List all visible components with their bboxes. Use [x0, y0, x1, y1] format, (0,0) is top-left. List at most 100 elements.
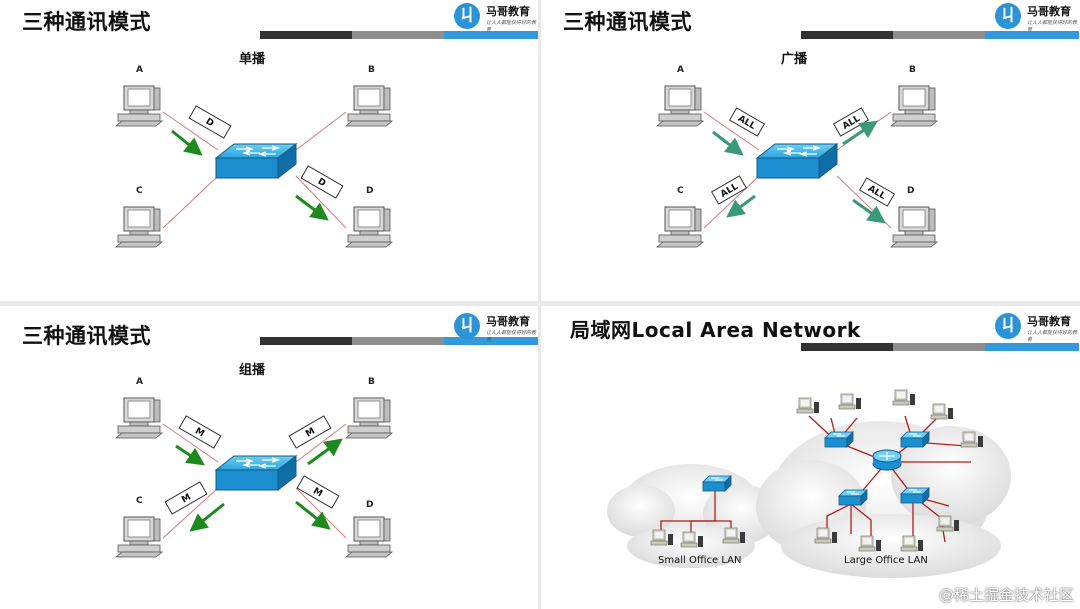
slide-unicast: 三种通讯模式 ㄐ 马哥教育 让人人都能获得好的教育 单播 D D A B C D — [0, 0, 538, 301]
brand-logo: ㄐ 马哥教育 让人人都能获得好的教育 — [993, 311, 1079, 343]
header-bar-blue — [444, 31, 538, 39]
packet-label-d: ALL — [858, 177, 896, 207]
host-label-d: D — [907, 186, 915, 196]
packet-label-a: ALL — [728, 107, 766, 137]
host-label-a: A — [136, 65, 143, 75]
broadcast-diagram: ALL ALL ALL ALL — [656, 85, 938, 248]
slide-broadcast: 三种通讯模式 ㄐ 马哥教育 让人人都能获得好的教育 广播 ALL ALL ALL… — [541, 0, 1079, 301]
slide-multicast: 三种通讯模式 ㄐ 马哥教育 让人人都能获得好的教育 组播 M M M M A B… — [0, 306, 538, 607]
logo-name: 马哥教育 — [486, 315, 530, 328]
arrow-switch-to-d — [295, 194, 329, 221]
small-office-lan-label: Small Office LAN — [658, 555, 742, 566]
slide-title: 三种通讯模式 — [22, 10, 151, 34]
diagram-subtitle: 单播 — [239, 52, 266, 67]
header-bar-gray — [352, 31, 444, 39]
logo-name: 马哥教育 — [1027, 315, 1071, 328]
link-a — [162, 111, 219, 151]
pc-icon-a — [656, 85, 704, 127]
large-office-lan-label: Large Office LAN — [844, 555, 928, 566]
packet-label-a: D — [188, 105, 232, 139]
switch-icon — [756, 143, 838, 179]
small-lan-switch-icon — [702, 475, 732, 492]
svg-text:M: M — [193, 426, 206, 439]
host-label-c: C — [136, 496, 143, 506]
pc-icon-d — [345, 516, 393, 558]
switch-icon — [215, 143, 297, 179]
host-label-b: B — [368, 377, 375, 387]
pc-icon-a — [115, 397, 163, 439]
lan-diagram — [607, 389, 1011, 578]
svg-text:M: M — [311, 486, 324, 499]
host-label-d: D — [366, 500, 374, 510]
header-bar-gray — [893, 31, 985, 39]
host-label-b: B — [368, 65, 375, 75]
header-bar-dark — [260, 337, 352, 345]
large-lan-switch-icon — [900, 487, 930, 504]
header-bar-blue — [444, 337, 538, 345]
brand-logo: ㄐ 马哥教育 让人人都能获得好的教育 — [993, 1, 1079, 33]
header-bar-gray — [352, 337, 444, 345]
large-lan-switch-icon — [838, 489, 868, 506]
host-label-a: A — [677, 65, 684, 75]
large-lan-switch-icon — [824, 431, 854, 448]
slide-title: 三种通讯模式 — [22, 324, 151, 348]
packet-label-c: M — [164, 481, 208, 515]
header-bar-blue — [985, 31, 1079, 39]
logo-tagline: 让人人都能获得好的教育 — [486, 20, 537, 33]
packet-label-d: D — [300, 165, 344, 199]
logo-tagline: 让人人都能获得好的教育 — [1027, 20, 1078, 33]
pc-icon-d — [890, 206, 938, 248]
pc-icon-a — [115, 85, 163, 127]
header-bar-dark — [801, 343, 893, 351]
slide-divider-horizontal — [0, 301, 1080, 306]
host-label-c: C — [136, 186, 143, 196]
pc-icon-d — [345, 206, 393, 248]
header-bar-dark — [801, 31, 893, 39]
logo-mark-icon: ㄐ — [995, 3, 1021, 29]
large-lan-pc-icon — [796, 397, 820, 414]
logo-name: 马哥教育 — [1027, 5, 1071, 18]
router-icon — [872, 449, 902, 471]
host-label-c: C — [677, 186, 684, 196]
slide-local-area-network: 局域网Local Area Network ㄐ 马哥教育 让人人都能获得好的教育 — [541, 306, 1079, 607]
packet-label-b: M — [288, 415, 332, 449]
pc-icon-c — [115, 206, 163, 248]
svg-text:M: M — [180, 492, 193, 505]
brand-logo: ㄐ 马哥教育 让人人都能获得好的教育 — [452, 311, 538, 343]
unicast-diagram: D D — [115, 85, 393, 248]
diagram-subtitle: 组播 — [239, 363, 266, 378]
packet-label-d: M — [296, 475, 340, 509]
arrow-a-to-switch — [171, 129, 203, 156]
large-lan-pc-icon — [838, 393, 862, 410]
brand-logo: ㄐ 马哥教育 让人人都能获得好的教育 — [452, 1, 538, 33]
host-label-d: D — [366, 186, 374, 196]
link-d — [295, 175, 347, 229]
host-label-a: A — [136, 377, 143, 387]
link-b — [295, 111, 347, 151]
packet-label-a: M — [178, 415, 222, 449]
header-bar-gray — [893, 343, 985, 351]
host-label-b: B — [909, 65, 916, 75]
slide-title: 三种通讯模式 — [563, 10, 692, 34]
header-bar-blue — [985, 343, 1079, 351]
large-lan-switch-icon — [900, 431, 930, 448]
pc-icon-c — [115, 516, 163, 558]
small-cloud — [607, 464, 779, 568]
logo-mark-icon: ㄐ — [454, 313, 480, 339]
link-c — [162, 175, 219, 229]
svg-text:D: D — [204, 117, 215, 129]
logo-tagline: 让人人都能获得好的教育 — [486, 330, 537, 343]
watermark-text: @稀土掘金技术社区 — [938, 586, 1074, 604]
diagram-subtitle: 广播 — [781, 52, 808, 67]
pc-icon-b — [345, 397, 393, 439]
logo-mark-icon: ㄐ — [454, 3, 480, 29]
multicast-diagram: M M M M — [115, 397, 393, 558]
large-lan-pc-icon — [892, 389, 916, 406]
packet-label-c: ALL — [710, 175, 748, 205]
logo-name: 马哥教育 — [486, 5, 530, 18]
pc-icon-b — [345, 85, 393, 127]
header-bar-dark — [260, 31, 352, 39]
svg-text:M: M — [304, 426, 317, 439]
large-lan-pc-icon — [930, 403, 954, 420]
pc-icon-b — [890, 85, 938, 127]
